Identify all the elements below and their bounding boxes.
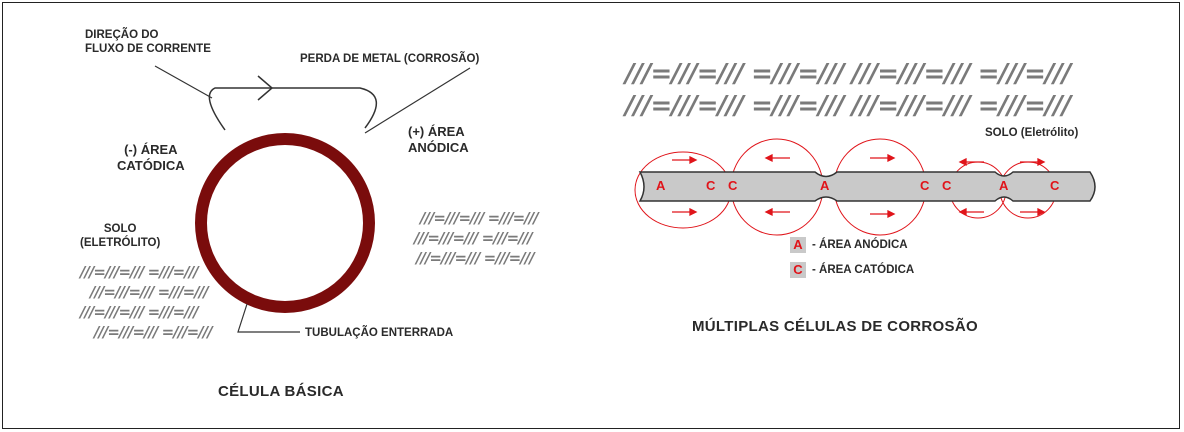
current-arrows [672,153,1046,219]
pipe-letter-a: A [820,178,830,193]
pipe-letter-c: C [706,178,716,193]
pipe-letter-c: C [728,178,738,193]
anodic-area-label: (+) ÁREA ANÓDICA [408,124,469,156]
pipe-body [638,171,1096,202]
current-flow-arrow [208,87,377,131]
cathodic-area-label: (-) ÁREA CATÓDICA [117,142,185,174]
leader-metal-loss [364,67,471,134]
pipe-letter-c: C [920,178,930,193]
current-flow-arrowhead [257,75,274,101]
soil-label-right: SOLO (Eletrólito) [985,127,1079,139]
buried-pipe-label: TUBULAÇÃO ENTERRADA [305,327,454,339]
metal-loss-spot [344,125,382,150]
multiple-cells-caption: MÚLTIPLAS CÉLULAS DE CORROSÃO [692,318,978,335]
soil-hatch-right-of-pipe: ///=///=/// =///=//////=///=/// =///=///… [414,209,539,267]
pipe-letter-c: C [942,178,952,193]
metal-loss-label: PERDA DE METAL (CORROSÃO) [300,53,480,65]
buried-pipe-ring [195,133,375,313]
pipe-letter-a: A [999,178,1009,193]
basic-cell-caption: CÉLULA BÁSICA [218,383,344,400]
leader-current-direction [154,65,213,99]
legend-key-anodic: A [790,237,806,253]
leader-buried-pipe [237,303,300,333]
soil-label-left: SOLO (ELETRÓLITO) [80,223,161,250]
pipe-letter-c: C [1050,178,1060,193]
soil-hatch-left: ///=///=/// =///=//////=///=/// =///=///… [80,263,213,341]
soil-hatch-top: ///=///=/// =///=/// ///=///=/// =///=//… [625,59,1071,121]
legend-key-cathodic: C [790,262,806,278]
current-direction-label: DIREÇÃO DO FLUXO DE CORRENTE [85,29,211,56]
pipe-letter-a: A [656,178,666,193]
legend-text-anodic: - ÁREA ANÓDICA [812,239,908,251]
legend-text-cathodic: - ÁREA CATÓDICA [812,264,915,276]
